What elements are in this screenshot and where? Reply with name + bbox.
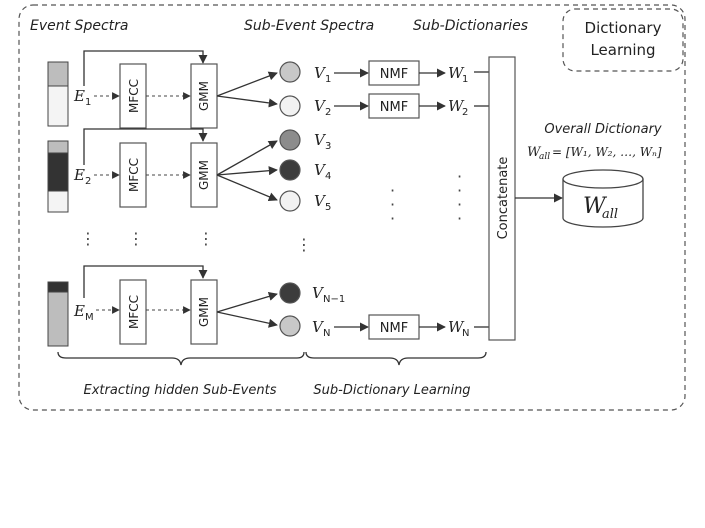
svg-text:4: 4 [325, 171, 331, 182]
nmf-block-n [368, 314, 420, 340]
event-2-label: E [73, 166, 85, 184]
svg-text:·: · [457, 209, 462, 228]
extracting-label: Extracting hidden Sub-Events [84, 383, 277, 398]
cylinder-w-label: W [583, 194, 608, 219]
event-1-label: E [73, 87, 85, 105]
svg-text:= [W₁, W₂, …, Wₙ]: = [W₁, W₂, …, Wₙ] [552, 145, 662, 159]
sub-dictionary-learning-label: Sub-Dictionary Learning [313, 383, 470, 398]
gmm-block-m [190, 279, 218, 345]
sub-event-circle-2 [279, 95, 301, 117]
dictionary-learning-box [562, 8, 684, 72]
svg-text:MFCC: MFCC [127, 158, 141, 192]
svg-text:3: 3 [325, 141, 331, 152]
event-spectra-header: Event Spectra [30, 18, 128, 34]
svg-text:N−1: N−1 [323, 294, 345, 305]
sub-dictionary-brace [305, 351, 487, 366]
event-m-subscript: M [85, 312, 94, 323]
svg-text:NMF: NMF [380, 100, 408, 115]
svg-text:·: · [390, 195, 395, 214]
svg-text:5: 5 [325, 202, 331, 213]
sub-event-label-n: V [312, 318, 325, 336]
svg-text:W: W [527, 145, 542, 160]
sub-event-label-1: V [314, 64, 327, 82]
svg-text:1: 1 [325, 74, 331, 85]
sub-event-circle-4 [279, 159, 301, 181]
svg-text:MFCC: MFCC [127, 79, 141, 113]
svg-text:·: · [457, 181, 462, 200]
sub-dictionaries-header: Sub-Dictionaries [413, 18, 528, 34]
event-2-spectrum-bar [47, 140, 69, 213]
dictionary-learning-subtitle: Learning [590, 41, 655, 59]
ellipsis-gmm: ⋮ [198, 229, 214, 248]
nmf-block-1 [368, 60, 420, 86]
sub-event-spectra-header: Sub-Event Spectra [244, 18, 374, 34]
ellipsis-sub-events: ⋮ [296, 235, 312, 254]
svg-text:MFCC: MFCC [127, 295, 141, 329]
sub-event-label-2: V [314, 97, 327, 115]
mfcc-block-m [119, 279, 147, 345]
svg-text:·: · [457, 195, 462, 214]
sub-event-circle-5 [279, 190, 301, 212]
overall-dictionary-cylinder [562, 169, 644, 228]
extracting-brace [57, 351, 305, 366]
sub-dictionary-label-n: W [448, 318, 465, 336]
sub-event-label-n-1: V [312, 284, 325, 302]
cylinder-w-subscript: all [602, 207, 618, 222]
overall-dictionary-label: Overall Dictionary [544, 122, 662, 137]
dictionary-learning-title: Dictionary [585, 19, 662, 37]
event-1-spectrum-bar [47, 61, 69, 127]
outer-frame [18, 4, 686, 411]
event-m-label: E [73, 302, 85, 320]
sub-event-label-3: V [314, 131, 327, 149]
sub-event-label-5: V [314, 192, 327, 210]
sub-event-label-4: V [314, 161, 327, 179]
svg-text:N: N [323, 328, 330, 339]
sub-dictionary-label-2: W [448, 97, 465, 115]
svg-text:GMM: GMM [197, 297, 211, 327]
sub-event-circle-3 [279, 129, 301, 151]
svg-text:N: N [462, 328, 469, 339]
svg-text:NMF: NMF [380, 321, 408, 336]
gmm-block-2 [190, 142, 218, 208]
ellipsis-mfcc: ⋮ [128, 229, 144, 248]
overall-dictionary-formula: W all = [W₁, W₂, …, Wₙ] [527, 145, 662, 162]
svg-text:Concatenate: Concatenate [496, 157, 511, 240]
svg-text:·: · [390, 181, 395, 200]
ellipsis-events: ⋮ [80, 229, 96, 248]
svg-text:·: · [390, 209, 395, 228]
svg-text:GMM: GMM [197, 160, 211, 190]
sub-event-circle-n [279, 315, 301, 337]
event-1-subscript: 1 [85, 97, 91, 108]
mfcc-block-1 [119, 63, 147, 129]
sub-event-circle-1 [279, 61, 301, 83]
svg-text:2: 2 [325, 107, 331, 118]
svg-text:·: · [457, 167, 462, 186]
svg-text:2: 2 [462, 107, 468, 118]
svg-text:all: all [539, 152, 550, 162]
nmf-block-2 [368, 93, 420, 119]
sub-dictionary-label-1: W [448, 64, 465, 82]
event-m-spectrum-bar [47, 281, 69, 347]
svg-text:1: 1 [462, 74, 468, 85]
svg-text:GMM: GMM [197, 81, 211, 111]
svg-text:NMF: NMF [380, 67, 408, 82]
sub-event-circle-n-1 [279, 282, 301, 304]
event-2-subscript: 2 [85, 176, 91, 187]
